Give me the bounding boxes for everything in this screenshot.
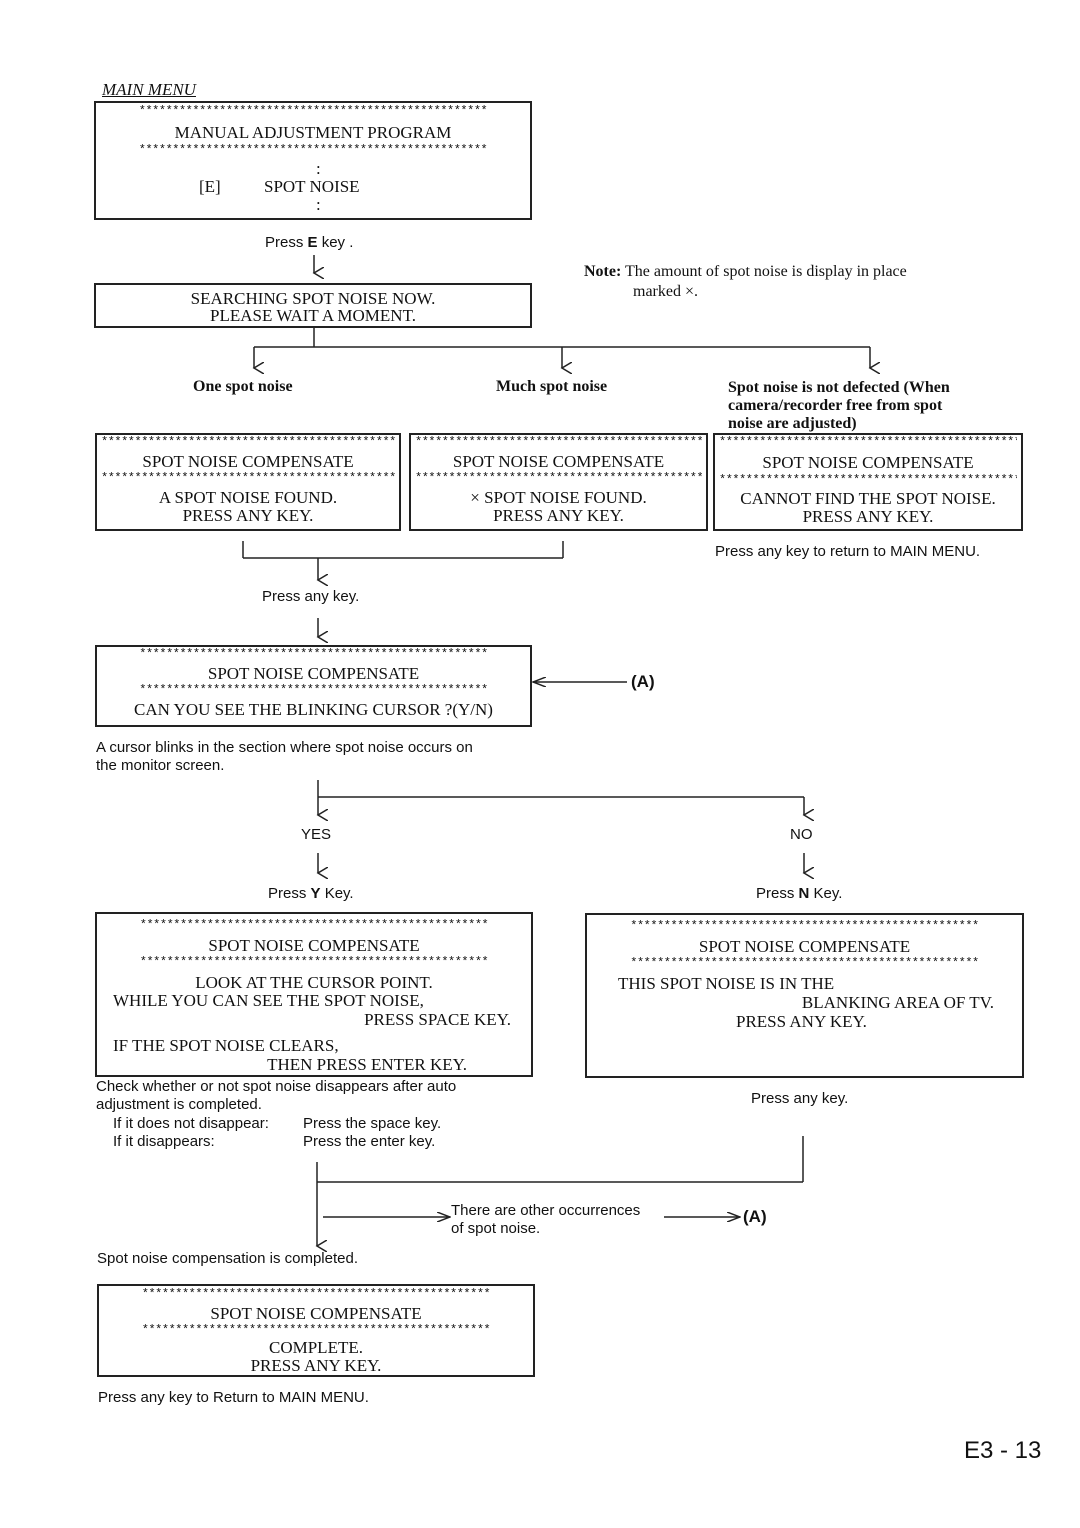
no-line2: BLANKING AREA OF TV. bbox=[801, 993, 994, 1012]
complete-box: ****************************************… bbox=[97, 1284, 535, 1377]
branch-none-heading: Spot noise is not defected (When camera/… bbox=[728, 379, 950, 432]
marker-a-bottom: (A) bbox=[743, 1207, 767, 1226]
compensate-title: SPOT NOISE COMPENSATE bbox=[142, 452, 354, 471]
note-line1: The amount of spot noise is display in p… bbox=[625, 263, 907, 280]
no-spot-box: ****************************************… bbox=[713, 433, 1023, 531]
branch-much-heading: Much spot noise bbox=[496, 378, 608, 395]
return-note: Press any key to Return to MAIN MENU. bbox=[98, 1389, 369, 1406]
other-occurrences-note: There are other occurrences of spot nois… bbox=[451, 1202, 641, 1237]
compensate-title: SPOT NOISE COMPENSATE bbox=[452, 452, 665, 471]
no-spot-line2: PRESS ANY KEY. bbox=[802, 507, 934, 526]
cursor-question: CAN YOU SEE THE BLINKING CURSOR ?(Y/N) bbox=[134, 700, 493, 719]
check-note-conditions: If it does not disappear:Press the space… bbox=[113, 1115, 442, 1150]
note: Note: The amount of spot noise is displa… bbox=[584, 262, 907, 302]
press-e-instruction: Press E key . bbox=[265, 234, 354, 251]
no-line3: PRESS ANY KEY. bbox=[736, 1012, 867, 1031]
note-line2: marked ×. bbox=[633, 283, 698, 300]
press-n-instruction: Press N Key. bbox=[756, 885, 843, 902]
yes-line3: PRESS SPACE KEY. bbox=[364, 1010, 511, 1029]
menu-item-spot-noise: SPOT NOISE bbox=[264, 177, 360, 196]
page-number: E3 - 13 bbox=[964, 1437, 1042, 1464]
one-spot-line1: A SPOT NOISE FOUND. bbox=[158, 488, 338, 507]
stars-row: ****************************************… bbox=[138, 144, 488, 156]
no-spot-line1: CANNOT FIND THE SPOT NOISE. bbox=[740, 489, 996, 508]
compensate-title: SPOT NOISE COMPENSATE bbox=[762, 453, 974, 472]
yes-result-box: ****************************************… bbox=[95, 912, 533, 1077]
complete-line2: PRESS ANY KEY. bbox=[250, 1356, 382, 1375]
much-spot-line1: × SPOT NOISE FOUND. bbox=[470, 488, 647, 507]
press-y-instruction: Press Y Key. bbox=[268, 885, 354, 902]
menu-key: [E] bbox=[199, 177, 221, 196]
compensate-title: SPOT NOISE COMPENSATE bbox=[210, 1304, 422, 1323]
compensate-title: SPOT NOISE COMPENSATE bbox=[698, 937, 911, 956]
compensate-title: SPOT NOISE COMPENSATE bbox=[208, 936, 420, 955]
dots-bottom: : bbox=[316, 195, 321, 214]
yes-line2: WHILE YOU CAN SEE THE SPOT NOISE, bbox=[113, 991, 424, 1010]
compensate-title: SPOT NOISE COMPENSATE bbox=[207, 664, 420, 683]
one-spot-box: ****************************************… bbox=[95, 433, 401, 531]
much-spot-box: ****************************************… bbox=[409, 433, 708, 531]
stars-row: ****************************************… bbox=[138, 105, 488, 117]
marker-a: (A) bbox=[631, 672, 655, 691]
no-label: NO bbox=[790, 826, 813, 843]
main-menu-box: ****************************************… bbox=[94, 101, 532, 220]
dots-top: : bbox=[316, 159, 321, 178]
searching-line2: PLEASE WAIT A MOMENT. bbox=[210, 306, 416, 325]
key-y: Y bbox=[310, 885, 321, 902]
one-spot-line2: PRESS ANY KEY. bbox=[182, 506, 314, 525]
yes-line4: IF THE SPOT NOISE CLEARS, bbox=[113, 1036, 339, 1055]
complete-line1: COMPLETE. bbox=[269, 1338, 363, 1357]
searching-line1: SEARCHING SPOT NOISE NOW. bbox=[190, 289, 436, 308]
much-spot-line2: PRESS ANY KEY. bbox=[493, 506, 624, 525]
return-main-menu-note: Press any key to return to MAIN MENU. bbox=[715, 543, 981, 560]
key-n: N bbox=[798, 885, 810, 902]
press-any-key-2: Press any key. bbox=[751, 1090, 849, 1107]
cursor-note: A cursor blinks in the section where spo… bbox=[96, 739, 473, 774]
main-menu-heading: MAIN MENU bbox=[102, 80, 196, 99]
check-note: Check whether or not spot noise disappea… bbox=[96, 1078, 457, 1113]
no-result-box: ****************************************… bbox=[585, 913, 1024, 1078]
program-title: MANUAL ADJUSTMENT PROGRAM bbox=[174, 123, 452, 142]
key-e: E bbox=[307, 234, 318, 251]
blinking-cursor-box: ****************************************… bbox=[95, 645, 532, 727]
press-any-key-1: Press any key. bbox=[262, 588, 360, 605]
yes-line1: LOOK AT THE CURSOR POINT. bbox=[195, 973, 433, 992]
yes-line5: THEN PRESS ENTER KEY. bbox=[267, 1055, 467, 1074]
completed-note: Spot noise compensation is completed. bbox=[97, 1250, 358, 1267]
searching-box: SEARCHING SPOT NOISE NOW. PLEASE WAIT A … bbox=[94, 283, 532, 328]
note-label: Note: bbox=[584, 263, 622, 280]
no-line1: THIS SPOT NOISE IS IN THE bbox=[618, 974, 835, 993]
yes-label: YES bbox=[301, 826, 332, 843]
branch-one-heading: One spot noise bbox=[193, 378, 293, 395]
